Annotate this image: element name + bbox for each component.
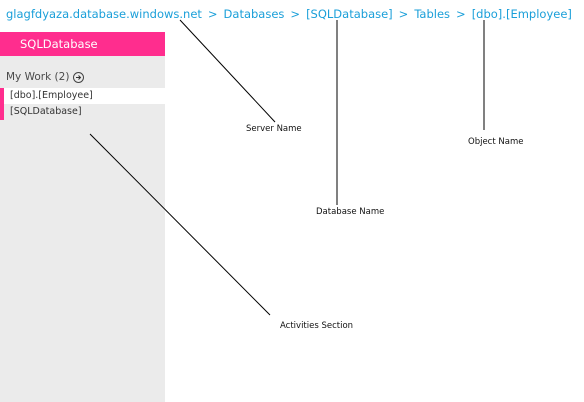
breadcrumb-server[interactable]: glagfdyaza.database.windows.net <box>6 7 202 21</box>
sidebar: SQLDatabase My Work (2) [dbo].[Employee]… <box>0 32 165 402</box>
callout-activities-section: Activities Section <box>280 321 354 331</box>
callout-object-name: Object Name <box>468 137 524 147</box>
my-work-header: My Work (2) <box>0 69 165 85</box>
activity-item-sqldatabase[interactable]: [SQLDatabase] <box>0 104 165 120</box>
breadcrumb-tables[interactable]: Tables <box>414 7 451 21</box>
my-work-label: My Work (2) <box>6 71 70 83</box>
breadcrumb-databases[interactable]: Databases <box>223 7 285 21</box>
breadcrumb-separator: > <box>207 7 218 21</box>
breadcrumb-separator: > <box>290 7 301 21</box>
callout-server-name: Server Name <box>246 124 302 134</box>
callout-database-name: Database Name <box>316 207 385 217</box>
breadcrumb-separator: > <box>456 7 466 21</box>
callout-line-server <box>179 19 276 123</box>
breadcrumb-object[interactable]: [dbo].[Employee] <box>471 7 572 21</box>
arrow-circle-right-icon[interactable] <box>73 71 85 83</box>
sidebar-header[interactable]: SQLDatabase <box>0 32 165 56</box>
breadcrumb-separator: > <box>398 7 409 21</box>
breadcrumb: glagfdyaza.database.windows.net > Databa… <box>6 6 572 22</box>
breadcrumb-database[interactable]: [SQLDatabase] <box>306 7 393 21</box>
activity-item-employee[interactable]: [dbo].[Employee] <box>0 88 165 104</box>
